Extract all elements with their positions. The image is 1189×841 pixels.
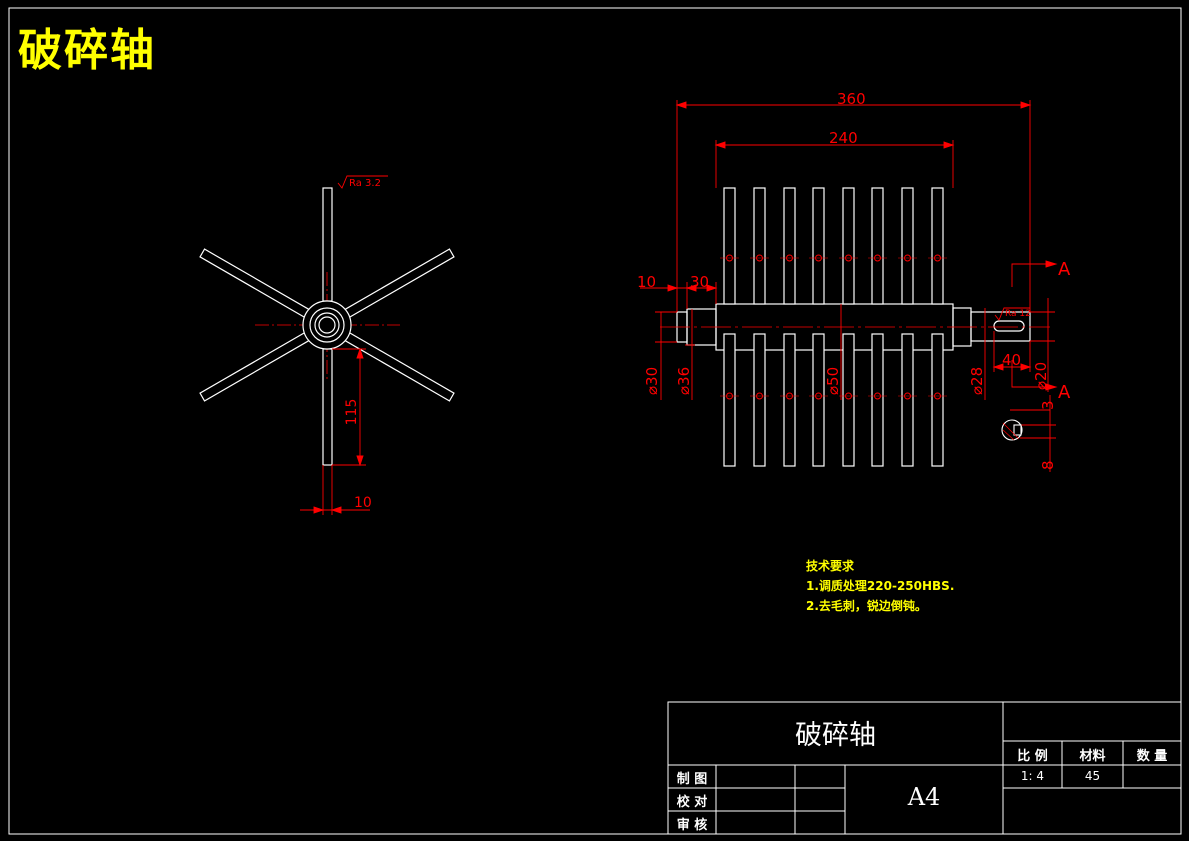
sheet-border xyxy=(8,7,1182,835)
dim-end-length: 10 xyxy=(637,273,656,291)
dim-blade-zone: 240 xyxy=(829,129,858,147)
title-block-quantity-label: 数 量 xyxy=(1136,749,1168,764)
title-block-part-name: 破碎轴 xyxy=(795,720,876,751)
dim-dia-50: ⌀50 xyxy=(824,367,842,395)
blade-bottom xyxy=(753,333,766,467)
title-block-paper-size: A4 xyxy=(907,783,941,811)
dim-dia-30: ⌀30 xyxy=(643,367,661,395)
blade-upper-left xyxy=(199,248,312,319)
blade-upper-right xyxy=(342,248,455,319)
page-title: 破碎轴 xyxy=(18,25,156,76)
radial-length-dim: 115 xyxy=(344,399,360,426)
key-section xyxy=(1001,419,1023,441)
dim-dia-20: ⌀20 xyxy=(1032,362,1050,390)
blade-top xyxy=(901,187,914,305)
dim-key-depth: 3 xyxy=(1039,400,1057,410)
radial-view xyxy=(199,187,455,466)
blade-top xyxy=(723,187,736,305)
dim-dia-36: ⌀36 xyxy=(675,367,693,395)
dim-dia-28: ⌀28 xyxy=(968,367,986,395)
title-block-checked: 校 对 xyxy=(676,795,708,810)
blade-bottom xyxy=(871,333,884,467)
title-block-drawn: 制 图 xyxy=(676,772,708,787)
blade-bottom xyxy=(812,333,825,467)
title-block-scale-value: 1: 4 xyxy=(1020,769,1045,783)
tech-requirement-item: 2.去毛刺，锐边倒钝。 xyxy=(806,599,927,613)
dim-step-length: 30 xyxy=(690,273,709,291)
title-block-scale-label: 比 例 xyxy=(1017,749,1048,764)
blade-up xyxy=(322,187,333,302)
key-roughness: Ra 12 xyxy=(1005,309,1031,319)
title-block-material-value: 45 xyxy=(1084,769,1101,783)
blade-top xyxy=(753,187,766,305)
title-block xyxy=(667,701,1182,835)
tech-requirement-item: 1.调质处理220-250HBS. xyxy=(806,579,955,593)
blade-bottom xyxy=(783,333,796,467)
hub-inner xyxy=(314,312,340,338)
title-block-approved: 审 核 xyxy=(676,818,708,833)
blade-bottom xyxy=(901,333,914,467)
radial-view-dims xyxy=(300,175,388,515)
blade-top xyxy=(871,187,884,305)
blade-top xyxy=(812,187,825,305)
blade-top xyxy=(842,187,855,305)
section-label-bottom: A xyxy=(1058,382,1071,403)
shaft-right-end xyxy=(970,311,1031,342)
side-blades xyxy=(720,187,947,467)
side-view-dims xyxy=(640,100,1058,472)
radial-roughness: Ra 3.2 xyxy=(349,178,381,189)
dim-key-width: 8 xyxy=(1039,460,1057,470)
blade-down xyxy=(322,348,333,466)
blade-bottom xyxy=(723,333,736,467)
radial-width-dim: 10 xyxy=(354,495,372,511)
blade-top xyxy=(783,187,796,305)
hub-bore xyxy=(318,316,336,334)
hub-mid xyxy=(309,307,345,343)
section-label-top: A xyxy=(1058,259,1071,280)
blade-bottom xyxy=(931,333,944,467)
dim-overall-length: 360 xyxy=(837,90,866,108)
tech-requirements-heading: 技术要求 xyxy=(806,559,855,573)
tech-requirements: 技术要求 1.调质处理220-250HBS. 2.去毛刺，锐边倒钝。 xyxy=(806,556,954,616)
blade-top xyxy=(931,187,944,305)
blade-bottom xyxy=(842,333,855,467)
blade-lower-left xyxy=(199,331,312,402)
title-block-material-label: 材料 xyxy=(1079,749,1106,764)
dim-keyway-length: 40 xyxy=(1002,351,1021,369)
keyway xyxy=(993,320,1025,332)
